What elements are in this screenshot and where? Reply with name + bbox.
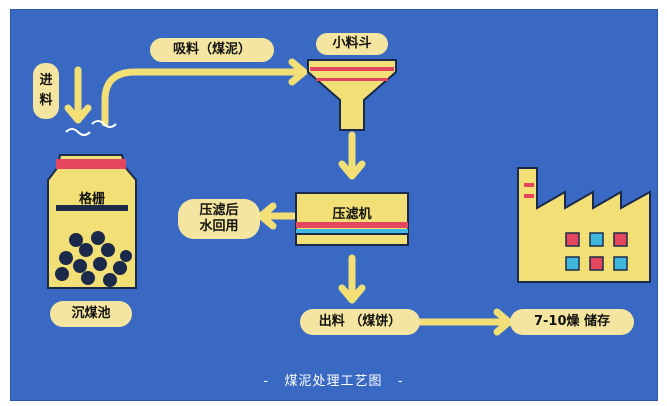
flow-arrows (64, 58, 513, 336)
suction-arrow-icon (101, 68, 304, 127)
output-label: 出料 （煤饼） (300, 309, 420, 335)
tank-label: 沉煤池 (50, 301, 132, 327)
press-output-arrowhead-icon (338, 284, 366, 304)
diagram-caption: - 煤泥处理工艺图 - (263, 374, 404, 389)
press-label: 压滤机 (332, 207, 372, 222)
settling-tank-icon (47, 154, 137, 289)
suction-label: 吸料（煤泥） (150, 38, 274, 62)
feed-label: 进 料 (33, 63, 59, 119)
coal-lumps-icon (55, 231, 132, 287)
water-reuse-label: 压滤后 水回用 (178, 199, 260, 239)
feed-arrowhead-icon (64, 104, 92, 124)
factory-icon (517, 167, 651, 283)
filter-press-icon (295, 192, 409, 246)
storage-label: 7-10燥 储存 (510, 309, 634, 335)
grid-label: 格栅 (78, 192, 105, 207)
storage-arrowhead-icon (493, 308, 513, 336)
hopper-icon (307, 59, 397, 131)
water-arrowhead-icon (257, 202, 277, 230)
hopper-label: 小料斗 (316, 33, 388, 55)
hopper-press-arrowhead-icon (338, 160, 366, 180)
steam-icon (65, 120, 117, 136)
suction-arrowhead-icon (288, 58, 308, 86)
